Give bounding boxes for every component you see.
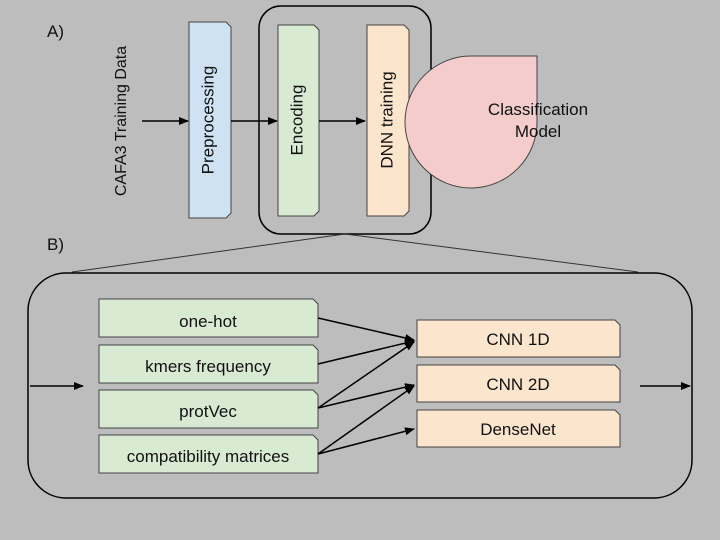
preprocessing-box <box>188 21 232 219</box>
encoding-option-label: kmers frequency <box>145 357 271 376</box>
model-option-cnn-2d: CNN 2D <box>416 364 621 403</box>
model-option-box <box>416 364 621 403</box>
zoom-line-left <box>71 233 346 273</box>
encoding-box <box>277 24 320 217</box>
model-option-label: DenseNet <box>480 420 556 439</box>
panel-a-label: A) <box>47 22 64 41</box>
encoding-option-label: one-hot <box>179 312 237 331</box>
zoom-line-right <box>344 233 639 273</box>
model-option-densenet: DenseNet <box>416 409 621 448</box>
arrow-protvec-to-cnn-1d <box>317 341 415 409</box>
model-option-cnn-1d: CNN 1D <box>416 319 621 358</box>
encoding-option-compatibility-matrices: compatibility matrices <box>98 434 319 474</box>
encoding-label: Encoding <box>288 85 307 156</box>
panel-b-outline <box>27 272 693 499</box>
dnn-training-box <box>366 24 410 217</box>
encoding-option-kmers-frequency: kmers frequency <box>98 344 319 384</box>
model-option-label: CNN 2D <box>486 375 549 394</box>
arrow-kmers-to-cnn-1d <box>317 339 415 365</box>
model-option-label: CNN 1D <box>486 330 549 349</box>
model-option-box <box>416 319 621 358</box>
encoding-option-box <box>98 434 319 474</box>
model-option-box <box>416 409 621 448</box>
encoding-option-box <box>98 298 319 338</box>
encoding-option-box <box>98 344 319 384</box>
encoding-option-one-hot: one-hot <box>98 298 319 338</box>
classification-model-line-2: Model <box>515 122 561 141</box>
classification-model-line-1: Classification <box>488 100 588 119</box>
dnn-training-label: DNN training <box>378 71 397 168</box>
classification-model-shape <box>404 55 538 189</box>
arrow-compat-to-cnn-2d <box>317 385 415 455</box>
encoding-option-label: protVec <box>179 402 237 421</box>
input-data-label: CAFA3 Training Data <box>113 46 130 196</box>
encoding-option-box <box>98 389 319 429</box>
arrow-one-hot-to-cnn-1d <box>317 317 415 342</box>
encoding-option-label: compatibility matrices <box>127 447 290 466</box>
panel-b-label: B) <box>47 235 64 254</box>
encoding-option-protvec: protVec <box>98 389 319 429</box>
arrow-compat-to-densenet <box>317 427 415 455</box>
preprocessing-label: Preprocessing <box>199 66 218 175</box>
arrow-protvec-to-cnn-2d <box>317 383 415 409</box>
